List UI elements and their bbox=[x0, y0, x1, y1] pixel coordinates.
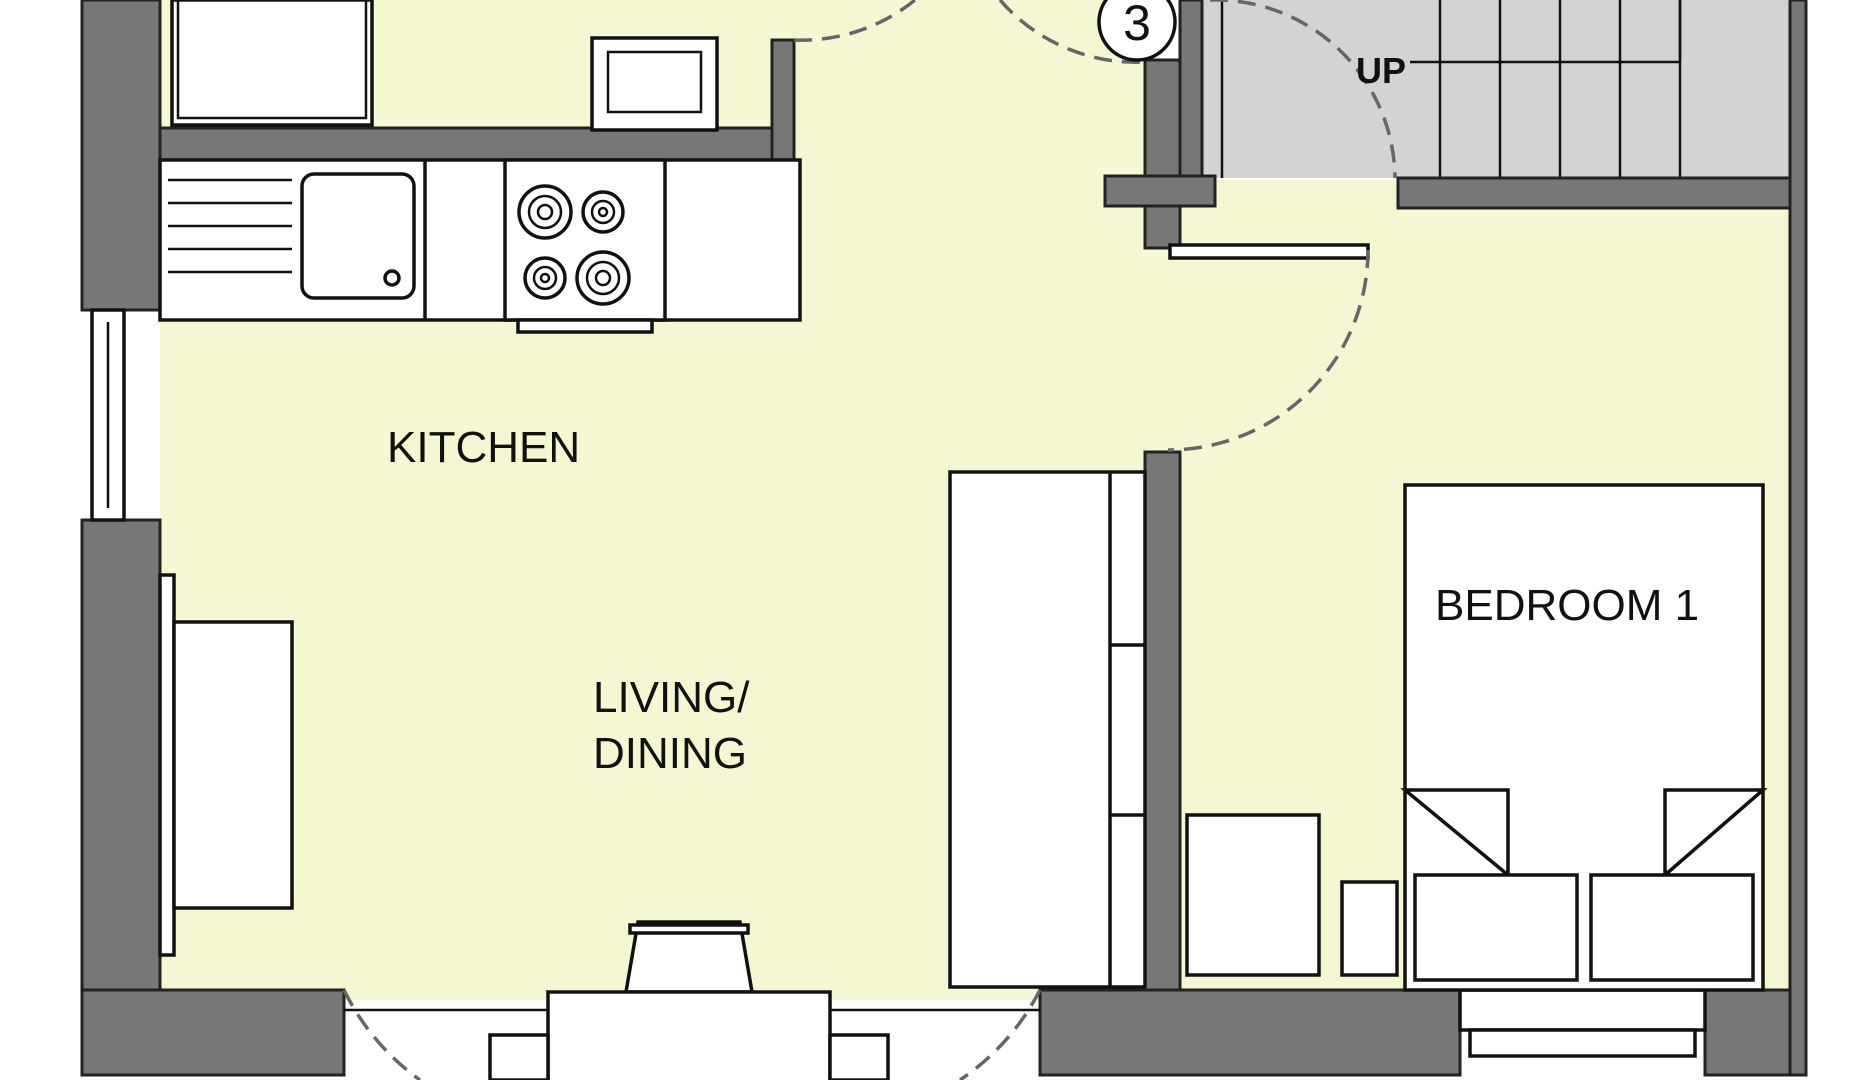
hall-door-swing bbox=[1210, 0, 1397, 179]
plan-marker: 3 bbox=[1097, 0, 1177, 62]
kitchen-fixtures bbox=[158, 0, 802, 334]
bedside-cabinet bbox=[1185, 813, 1321, 977]
room-labels: UP KITCHEN LIVING/ DINING BEDROOM 1 bbox=[387, 50, 1699, 778]
hob-icon bbox=[503, 158, 667, 334]
door-swings bbox=[342, 0, 1397, 1080]
bottom-wall-left bbox=[80, 988, 346, 1077]
walls bbox=[80, 0, 1808, 1077]
hall-cross bbox=[1103, 174, 1217, 208]
fridge bbox=[170, 0, 374, 127]
wardrobe-icon bbox=[948, 470, 1147, 989]
bed-icon bbox=[1400, 483, 1768, 992]
bedroom-partition bbox=[1143, 450, 1182, 992]
bedroom-door-swing bbox=[1167, 249, 1370, 452]
patio-door-left-swing bbox=[342, 989, 422, 1080]
microwave-icon bbox=[590, 36, 719, 132]
stairwell-floor bbox=[1180, 0, 1790, 178]
marker-circle bbox=[1097, 0, 1177, 62]
bottom-wall-right bbox=[1038, 988, 1462, 1077]
left-wall-lower bbox=[80, 518, 162, 1077]
hall-partition-top bbox=[1143, 58, 1182, 250]
living-label-line2: DINING bbox=[593, 729, 747, 778]
stair-bottom-wall bbox=[1396, 176, 1792, 210]
patio-door-right-swing bbox=[959, 989, 1042, 1080]
bedside-table bbox=[1340, 880, 1399, 977]
kitchen-top-wall bbox=[158, 126, 787, 162]
bedroom-fixtures bbox=[1185, 483, 1768, 992]
windows bbox=[90, 308, 1707, 1058]
kitchen-door-swing bbox=[793, 0, 917, 42]
living-label-line1: LIVING/ bbox=[593, 673, 750, 722]
hall-door-frame bbox=[1168, 243, 1370, 260]
stair-door-swing bbox=[998, 0, 1146, 64]
kitchen-label: KITCHEN bbox=[387, 423, 580, 472]
bedroom-window bbox=[1458, 988, 1707, 1032]
stair-newel bbox=[1178, 0, 1204, 180]
worktop bbox=[158, 158, 802, 322]
living-fixtures bbox=[158, 470, 1147, 1080]
dining-table-icon bbox=[488, 920, 890, 1080]
kitchen-wall-stub bbox=[770, 38, 796, 162]
left-wall-upper bbox=[80, 0, 162, 312]
stair-up-label: UP bbox=[1356, 50, 1406, 91]
marker-number: 3 bbox=[1123, 0, 1151, 51]
sofa-icon bbox=[158, 573, 294, 957]
right-wall bbox=[1788, 0, 1808, 1077]
sink-icon bbox=[168, 172, 416, 300]
bedroom-label: BEDROOM 1 bbox=[1435, 581, 1699, 630]
